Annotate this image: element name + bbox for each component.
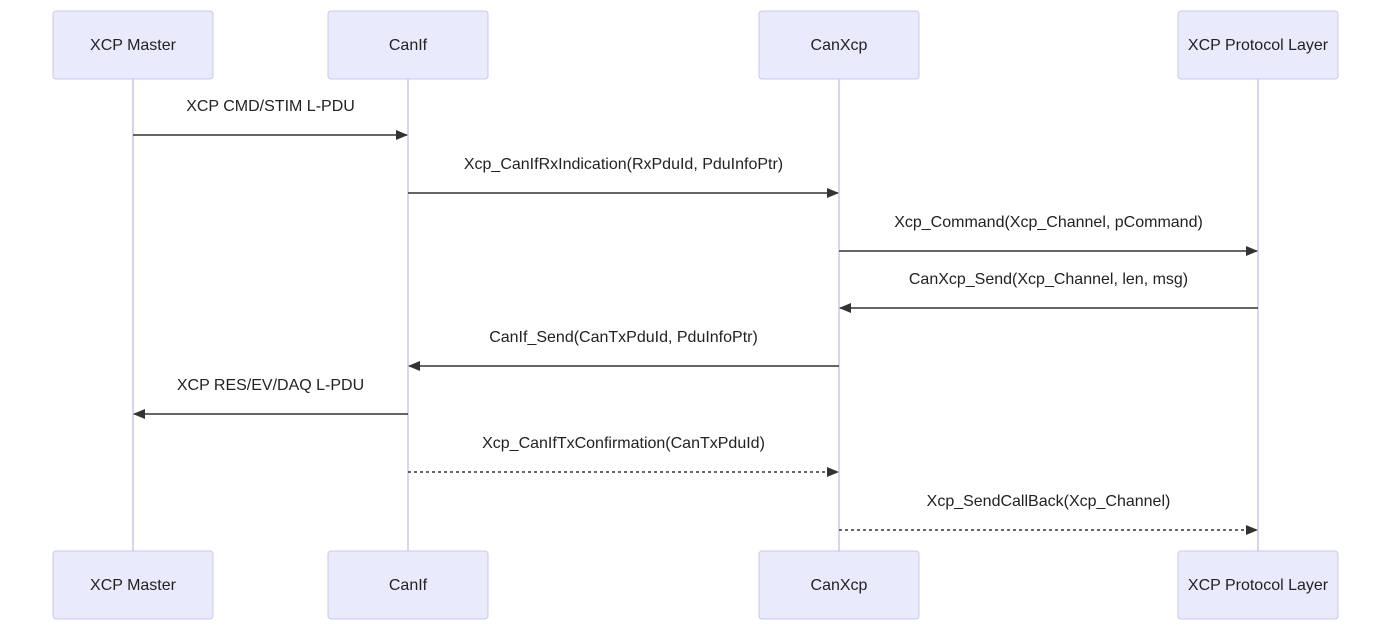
message-label: XCP CMD/STIM L-PDU [186, 98, 355, 115]
message-label: Xcp_CanIfTxConfirmation(CanTxPduId) [482, 435, 765, 452]
participant-label: XCP Protocol Layer [1188, 37, 1329, 54]
participant-master-bottom: XCP Master [52, 550, 214, 620]
participant-box [758, 550, 920, 620]
participant-canxcp-bottom: CanXcp [758, 550, 920, 620]
message-label: CanXcp_Send(Xcp_Channel, len, msg) [909, 271, 1188, 288]
messages: XCP CMD/STIM L-PDU Xcp_CanIfRxIndication(… [133, 98, 1258, 535]
participant-label: CanXcp [811, 37, 868, 54]
participant-box [1177, 550, 1339, 620]
participant-box [1177, 10, 1339, 80]
participant-box [52, 10, 214, 80]
participant-label: XCP Protocol Layer [1188, 577, 1329, 594]
participant-boxes-top: XCP Master CanIf CanXcp XCP Protocol Layer [52, 10, 1339, 80]
participant-box [758, 10, 920, 80]
participant-canxcp-top: CanXcp [758, 10, 920, 80]
message-label: CanIf_Send(CanTxPduId, PduInfoPtr) [489, 329, 758, 346]
message-label: Xcp_SendCallBack(Xcp_Channel) [927, 493, 1171, 510]
message-7: Xcp_CanIfTxConfirmation(CanTxPduId) [408, 435, 839, 477]
message-label: Xcp_Command(Xcp_Channel, pCommand) [894, 214, 1203, 231]
participant-master-top: XCP Master [52, 10, 214, 80]
message-3: Xcp_Command(Xcp_Channel, pCommand) [839, 214, 1258, 256]
participant-label: CanIf [389, 37, 428, 54]
participant-box [52, 550, 214, 620]
message-8: Xcp_SendCallBack(Xcp_Channel) [839, 493, 1258, 535]
message-1: XCP CMD/STIM L-PDU [133, 98, 408, 140]
participant-boxes-bottom: XCP Master CanIf CanXcp XCP Protocol Layer [52, 550, 1339, 620]
participant-protocol-top: XCP Protocol Layer [1177, 10, 1339, 80]
participant-canif-bottom: CanIf [327, 550, 489, 620]
participant-label: CanXcp [811, 577, 868, 594]
participant-box [327, 10, 489, 80]
message-2: Xcp_CanIfRxIndication(RxPduId, PduInfoPt… [408, 156, 839, 198]
participant-label: XCP Master [90, 577, 177, 594]
participant-protocol-bottom: XCP Protocol Layer [1177, 550, 1339, 620]
message-6: XCP RES/EV/DAQ L-PDU [133, 377, 408, 419]
message-label: XCP RES/EV/DAQ L-PDU [177, 377, 364, 394]
message-4: CanXcp_Send(Xcp_Channel, len, msg) [839, 271, 1258, 313]
message-5: CanIf_Send(CanTxPduId, PduInfoPtr) [408, 329, 839, 371]
lifelines [132, 79, 1259, 551]
message-label: Xcp_CanIfRxIndication(RxPduId, PduInfoPt… [464, 156, 783, 173]
participant-label: XCP Master [90, 37, 177, 54]
participant-box [327, 550, 489, 620]
participant-label: CanIf [389, 577, 428, 594]
participant-canif-top: CanIf [327, 10, 489, 80]
